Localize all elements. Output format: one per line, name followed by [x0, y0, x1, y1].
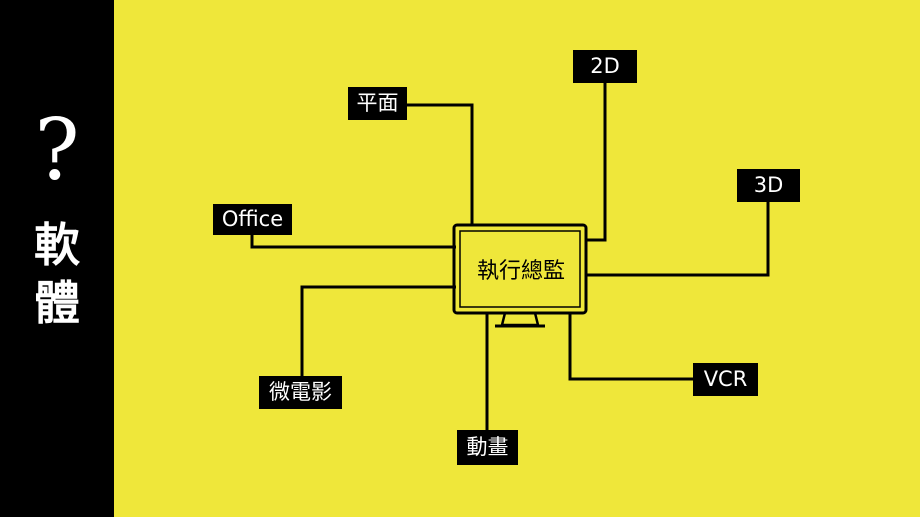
center-label: 執行總監: [476, 259, 565, 284]
connector-2d: [586, 82, 607, 242]
sidebar-title-char: 軟: [34, 218, 80, 272]
connector-office: [250, 234, 456, 249]
node-pingmian: 平面: [348, 87, 407, 120]
node-vcr: VCR: [693, 363, 758, 396]
sidebar-title: 軟 體: [0, 216, 114, 332]
question-mark-icon: ?: [34, 101, 80, 199]
monitor-icon: [452, 223, 588, 328]
node-3d: 3D: [737, 169, 800, 202]
node-weidianying: 微電影: [259, 376, 342, 409]
sidebar: ? 軟 體: [0, 0, 114, 517]
node-office: Office: [213, 204, 292, 235]
connector-vcr: [568, 314, 695, 381]
connector-weidianying: [300, 285, 456, 378]
connector-3d: [586, 200, 770, 277]
node-donghua: 動畫: [457, 430, 518, 465]
node-2d: 2D: [573, 50, 637, 83]
sidebar-title-char: 體: [34, 276, 80, 330]
connector-pingmian: [405, 103, 474, 225]
